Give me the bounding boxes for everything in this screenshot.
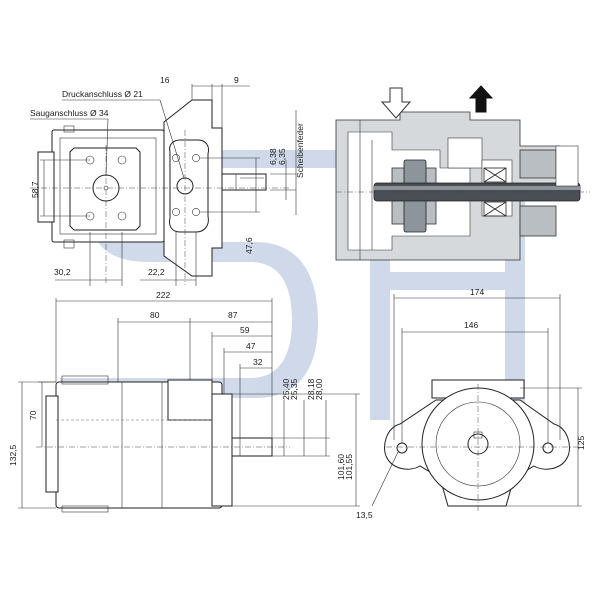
- dim-132-5: 132,5: [8, 444, 18, 466]
- dim-222: 222: [156, 290, 170, 300]
- dim-9: 9: [234, 75, 239, 85]
- dim-32: 32: [253, 357, 263, 367]
- dim-28-00: 28,00: [314, 378, 324, 400]
- pressure-arrow-icon: [468, 85, 494, 113]
- dim-101-60: 101,60: [336, 454, 346, 480]
- watermark-letter-h-bar: [370, 272, 525, 290]
- dim-47-6: 47,6: [244, 237, 254, 254]
- label-suction-port: Sauganschluss Ø 34: [30, 108, 109, 118]
- label-pressure-port: Druckanschluss Ø 21: [62, 89, 143, 99]
- dim-87: 87: [228, 310, 238, 320]
- suction-arrow-icon: [380, 87, 412, 119]
- dim-70: 70: [28, 410, 38, 420]
- dim-25-35: 25,35: [289, 378, 299, 400]
- section-view: [335, 85, 590, 261]
- dim-13-5: 13,5: [356, 510, 373, 520]
- dim-47: 47: [246, 341, 256, 351]
- dim-6-38: 6,38: [268, 148, 278, 165]
- dim-6-35: 6,35: [277, 148, 287, 165]
- dim-59: 59: [240, 325, 250, 335]
- dim-125: 125: [576, 436, 586, 450]
- front-view: 174 146 125 13,5: [356, 287, 586, 520]
- dim-22-2: 22,2: [148, 267, 165, 277]
- dim-80: 80: [150, 310, 160, 320]
- dim-28-18: 28,18: [306, 378, 316, 400]
- dim-174: 174: [470, 287, 484, 297]
- side-view: 222 80 87 59 47 32 70 132,5 25,40: [8, 290, 360, 513]
- watermark-letter-s: [60, 150, 355, 398]
- label-key: Scheibenfeder: [295, 123, 305, 178]
- dim-146: 146: [464, 320, 478, 330]
- dim-101-55: 101,55: [344, 454, 354, 480]
- dim-25-40: 25,40: [281, 378, 291, 400]
- dim-58-7: 58,7: [30, 181, 40, 198]
- port-view: 16 9 Druckanschluss Ø 21 Sauganschluss Ø…: [30, 75, 305, 286]
- dim-30-2: 30,2: [54, 267, 71, 277]
- dim-16: 16: [160, 75, 170, 85]
